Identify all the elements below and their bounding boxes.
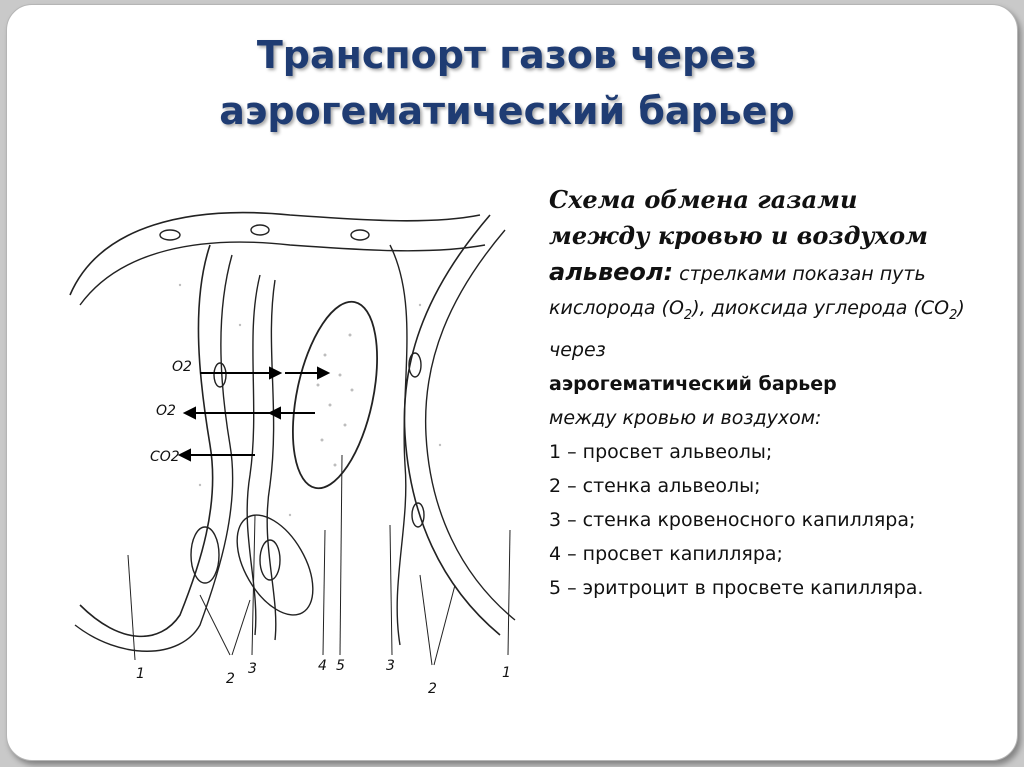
alveolar-wall-right [403, 214, 501, 636]
title-line-1: Транспорт газов через [256, 33, 758, 77]
capillary-wall-right [389, 244, 408, 646]
caption-heading-line-1: Схема обмена газами [549, 185, 858, 214]
gas-label-o2-in: O2 [172, 359, 192, 375]
slide-title: Транспорт газов через аэрогематический б… [7, 27, 1007, 139]
label-5: 5 [336, 658, 345, 674]
legend-item-5: 5 – эритроцит в просвете капилляра. [549, 576, 924, 599]
caption-between: между кровью и воздухом: [549, 406, 822, 429]
legend-item-3: 3 – стенка кровеносного капилляра; [549, 508, 916, 531]
alveolus-diagram: O2 O2 CO2 1 2 3 4 5 3 2 1 [69, 211, 516, 697]
endothelial-cell [236, 514, 314, 616]
slide: Транспорт газов через аэрогематический б… [6, 4, 1018, 761]
label-3-left: 3 [248, 661, 257, 677]
caption-heading-line-2: между кровью и воздухом [549, 221, 928, 250]
label-2-left: 2 [226, 671, 235, 687]
gas-label-co2: CO2 [150, 449, 180, 465]
label-1-right: 1 [502, 665, 511, 681]
caption-heading-line-3: альвеол: [549, 258, 674, 286]
label-3-right: 3 [386, 658, 395, 674]
co2-subscript: 2 [949, 307, 958, 323]
o2-subscript: 2 [683, 307, 693, 323]
label-4: 4 [318, 658, 327, 674]
alveolar-wall-top [69, 211, 481, 296]
gas-label-o2-out: O2 [156, 403, 176, 419]
diagram-caption: Схема обмена газами между кровью и возду… [549, 182, 999, 605]
legend-item-1: 1 – просвет альвеолы; [549, 440, 773, 463]
caption-barrier: аэрогематический барьер [549, 372, 837, 395]
label-2-right: 2 [428, 681, 437, 697]
alveolar-wall-left [79, 244, 214, 638]
caption-intro-c: ) через [549, 297, 965, 361]
legend-item-2: 2 – стенка альвеолы; [549, 474, 761, 497]
title-line-2: аэрогематический барьер [219, 89, 795, 133]
legend-item-4: 4 – просвет капилляра; [549, 542, 783, 565]
caption-intro-a: стрелками показан путь кислорода (O [549, 263, 926, 319]
caption-intro-b: ), диоксида углерода (CO [692, 297, 950, 319]
erythrocyte [292, 300, 378, 490]
label-1-left: 1 [136, 666, 145, 682]
